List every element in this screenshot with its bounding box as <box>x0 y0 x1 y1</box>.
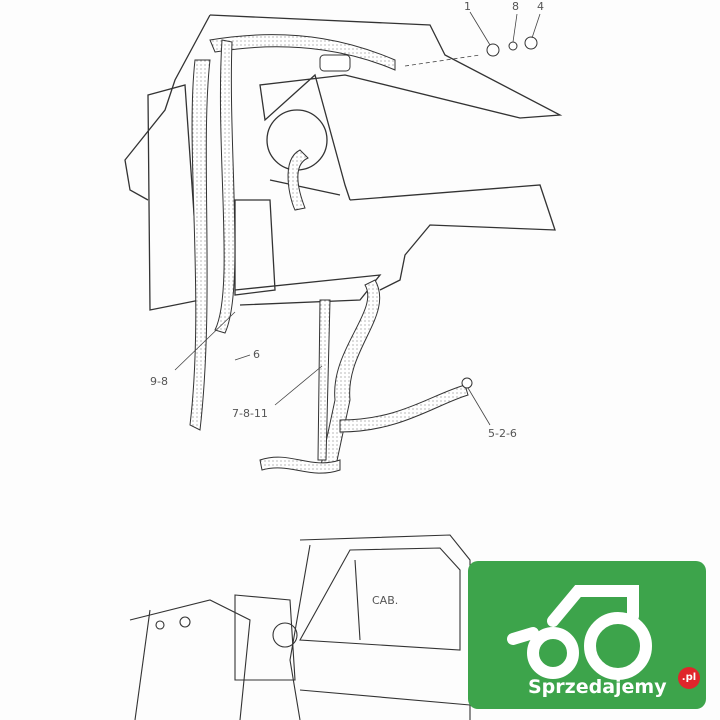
leader-lines <box>174 11 541 426</box>
watermark-tld: .pl <box>678 667 700 689</box>
label-part-1: 1 <box>464 0 471 13</box>
hoses <box>189 34 469 474</box>
label-part-6: 6 <box>253 348 260 361</box>
label-part-9-8: 9-8 <box>150 375 168 388</box>
watermark-brand: Sprzedajemy <box>528 676 667 698</box>
label-part-8: 8 <box>512 0 519 13</box>
part-1-fitting <box>486 43 500 57</box>
tractor-icon <box>507 585 652 680</box>
label-cab: CAB. <box>372 594 398 607</box>
label-part-5-2-6: 5-2-6 <box>488 427 517 440</box>
lower-cab-view <box>129 534 471 720</box>
label-part-7-8-11: 7-8-11 <box>232 407 268 420</box>
watermark-logo <box>468 561 706 709</box>
fittings <box>319 36 538 389</box>
label-part-4: 4 <box>537 0 544 13</box>
